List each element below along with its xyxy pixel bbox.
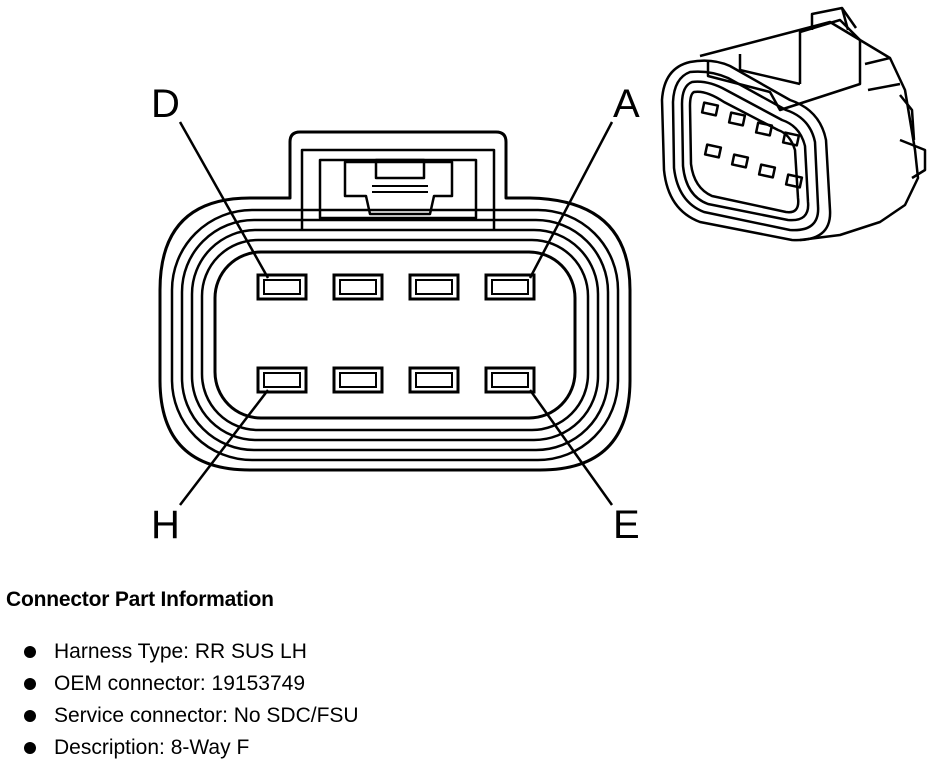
leader-line-d <box>178 121 270 279</box>
info-item-description: Description: 8-Way F <box>6 732 926 764</box>
pin-label-h: H <box>151 503 180 547</box>
seal-ring-3 <box>190 228 600 442</box>
terminal-d <box>256 273 308 301</box>
info-item-service-connector: Service connector: No SDC/FSU <box>6 700 926 732</box>
info-item-text: Service connector: No SDC/FSU <box>54 704 359 727</box>
leader-line-a <box>528 121 614 279</box>
terminal-f <box>408 366 460 394</box>
pin-label-a: A <box>613 82 640 126</box>
seal-ring-2 <box>180 218 610 452</box>
terminal-h <box>256 366 308 394</box>
pin-label-e: E <box>613 503 640 547</box>
terminal-b <box>408 273 460 301</box>
info-title: Connector Part Information <box>6 588 274 611</box>
info-item-text: Harness Type: RR SUS LH <box>54 640 307 663</box>
connector-part-information: Connector Part Information Harness Type:… <box>6 588 926 764</box>
info-list: Harness Type: RR SUS LH OEM connector: 1… <box>6 636 926 764</box>
leader-lines <box>178 121 614 506</box>
terminal-cavities <box>256 273 536 394</box>
seal-ring-4 <box>200 238 590 432</box>
info-item-text: Description: 8-Way F <box>54 736 250 759</box>
leader-line-h <box>179 389 269 506</box>
connector-face-view <box>158 130 632 472</box>
info-item-text: OEM connector: 19153749 <box>54 672 305 695</box>
seal-ring-1 <box>170 208 620 462</box>
bullet-icon <box>24 742 36 754</box>
terminal-c <box>332 273 384 301</box>
housing-outer-outline <box>158 130 632 472</box>
terminal-a <box>484 273 536 301</box>
latch-inner-frame <box>300 148 496 230</box>
connector-diagram: D A H E <box>151 6 927 547</box>
bullet-icon <box>24 678 36 690</box>
terminal-e <box>484 366 536 394</box>
latch-tab <box>343 160 454 216</box>
latch-button <box>374 158 426 180</box>
terminal-g <box>332 366 384 394</box>
info-item-oem-connector: OEM connector: 19153749 <box>6 668 926 700</box>
bullet-icon <box>24 646 36 658</box>
bullet-icon <box>24 710 36 722</box>
connector-isometric-view <box>660 6 927 242</box>
pin-cavity <box>213 250 577 420</box>
leader-line-e <box>528 389 614 506</box>
pin-label-d: D <box>151 82 180 126</box>
info-item-harness-type: Harness Type: RR SUS LH <box>6 636 926 668</box>
